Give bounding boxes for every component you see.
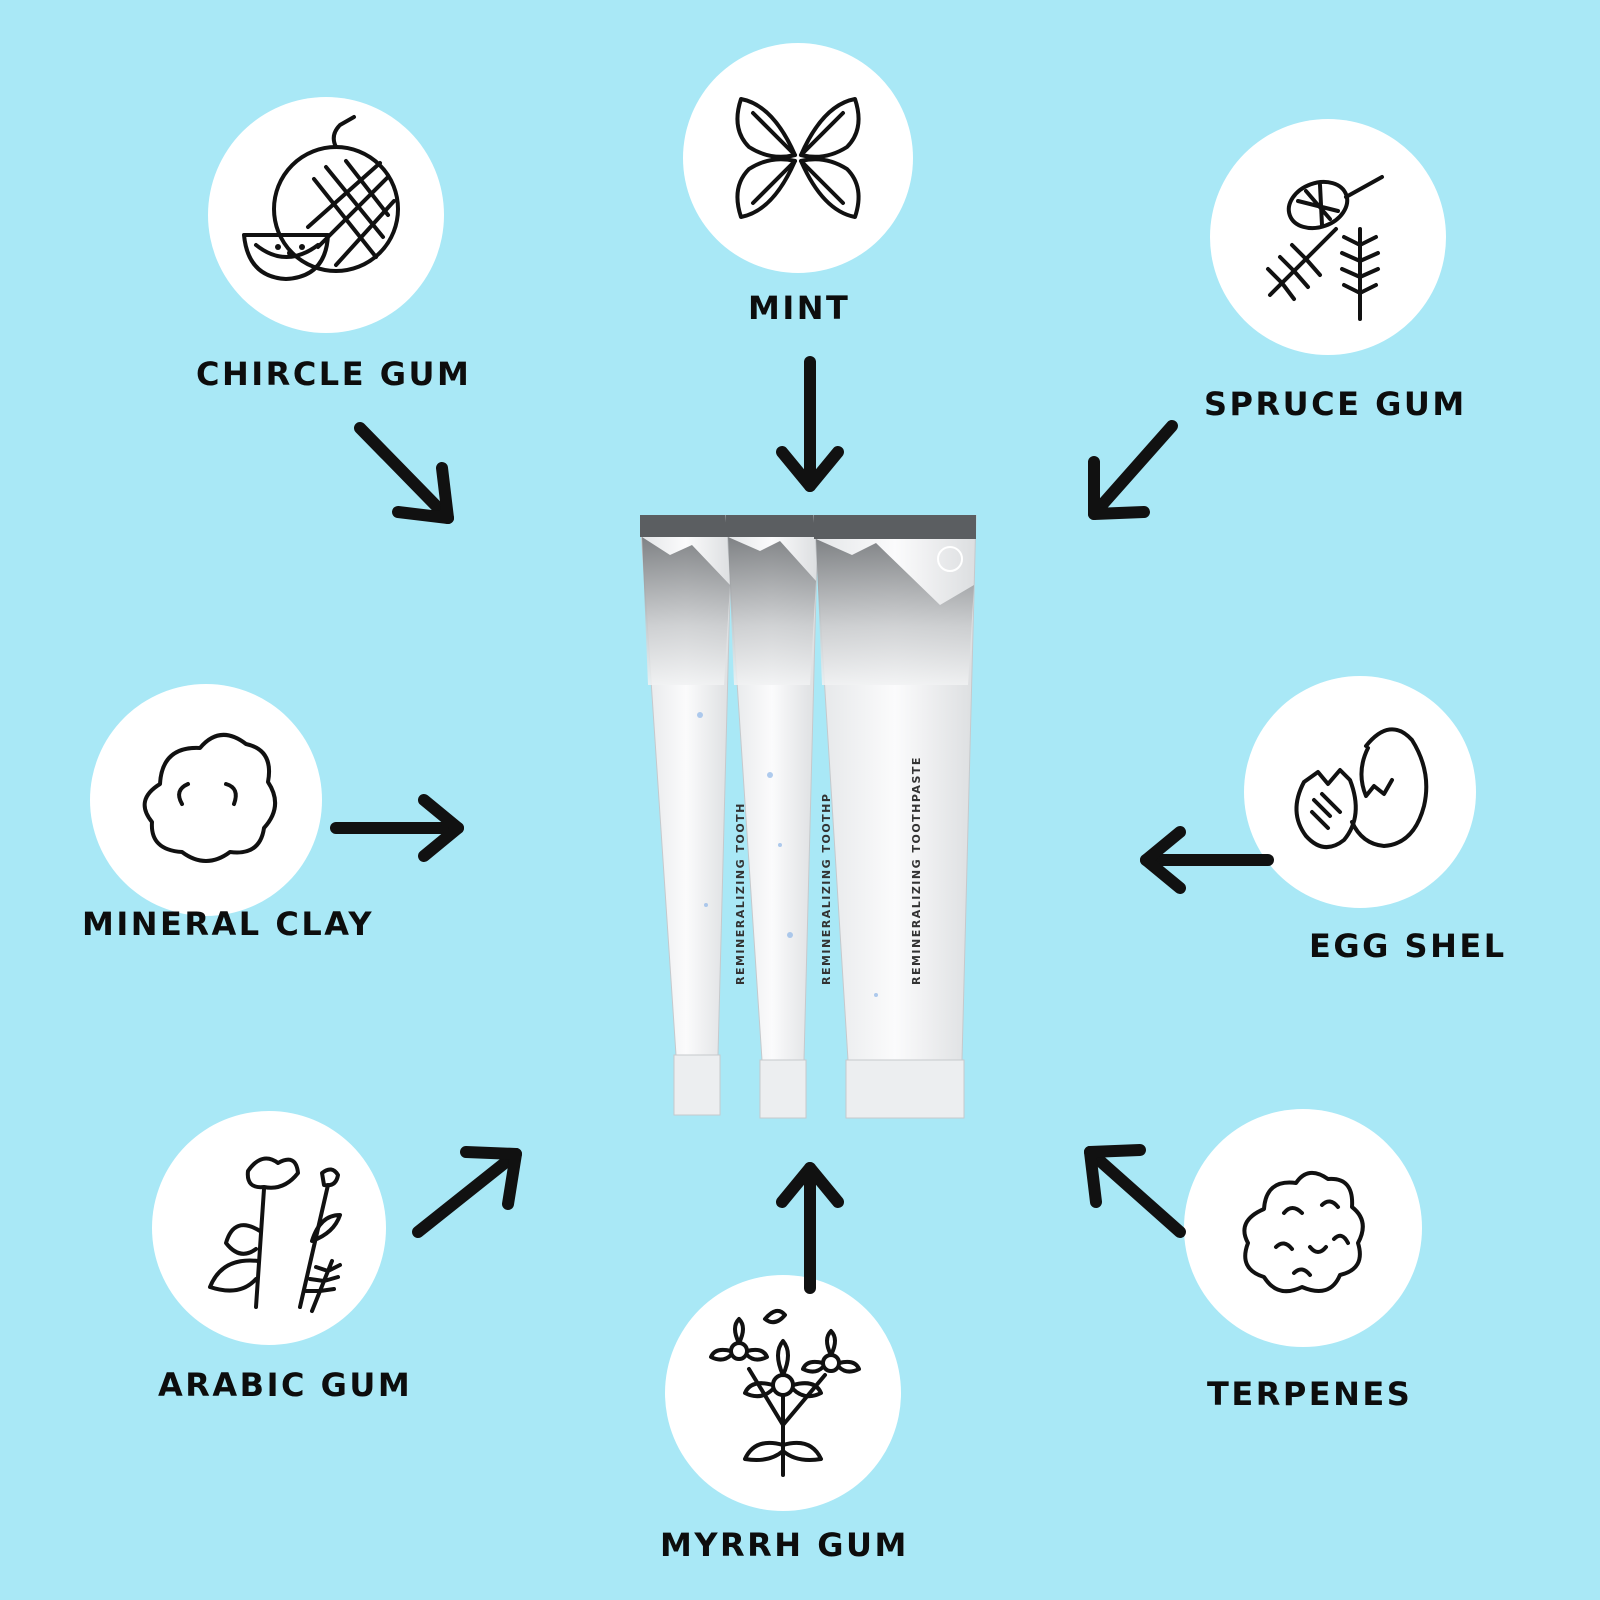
toothpaste-tubes-image: REMINERALIZING TOOTH REMINERALIZING TOOT…: [640, 515, 977, 1119]
terpenes-circle: [1184, 1109, 1422, 1347]
tube-2: [725, 515, 819, 1119]
cotton-terpene-icon: [1242, 1171, 1365, 1294]
arrow-spruce-gum: [1088, 420, 1178, 520]
tube-3-text: REMINERALIZING TOOTHPASTE: [910, 756, 923, 985]
wildflower-icon: [208, 1156, 342, 1313]
chircle-gum-circle: [208, 97, 444, 333]
myrrh-gum-circle: [665, 1275, 901, 1511]
arrow-chircle-gum: [354, 422, 454, 524]
mineral-clay-circle: [90, 684, 322, 916]
mint-leaves-icon: [735, 97, 861, 219]
spruce-gum-circle: [1210, 119, 1446, 355]
mint-label: MINT: [748, 289, 851, 327]
mineral-clay-label: MINERAL CLAY: [82, 905, 375, 943]
chircle-gum-label: CHIRCLE GUM: [196, 355, 472, 393]
mint-circle: [683, 43, 913, 273]
tube-2-text: REMINERALIZING TOOTHP: [820, 793, 833, 985]
leaf-logo-icon: [937, 546, 963, 572]
egg-shel-circle: [1244, 676, 1476, 908]
arabic-gum-circle: [152, 1111, 386, 1345]
terpenes-label: TERPENES: [1207, 1375, 1413, 1413]
egg-shel-label: EGG SHEL: [1309, 927, 1507, 965]
clay-cloud-icon: [142, 733, 277, 863]
arrow-myrrh-gum: [776, 1162, 844, 1294]
arrow-arabic-gum: [412, 1146, 522, 1238]
tube-1-text: REMINERALIZING TOOTH: [734, 802, 747, 985]
egg-shell-icon: [1294, 727, 1429, 849]
spruce-gum-label: SPRUCE GUM: [1204, 385, 1467, 423]
myrrh-gum-label: MYRRH GUM: [660, 1526, 909, 1564]
arrow-egg-shel: [1140, 826, 1274, 894]
arrow-mineral-clay: [330, 794, 464, 862]
tube-3: [813, 515, 977, 1119]
arrow-mint: [776, 356, 844, 492]
melon-icon: [242, 115, 400, 281]
arrow-terpenes: [1084, 1144, 1186, 1238]
tube-1: [640, 515, 733, 1116]
arabic-gum-label: ARABIC GUM: [158, 1366, 413, 1404]
spruce-branch-icon: [1266, 175, 1384, 321]
myrrh-flower-icon: [709, 1308, 861, 1477]
blue-speckles: [697, 712, 878, 997]
